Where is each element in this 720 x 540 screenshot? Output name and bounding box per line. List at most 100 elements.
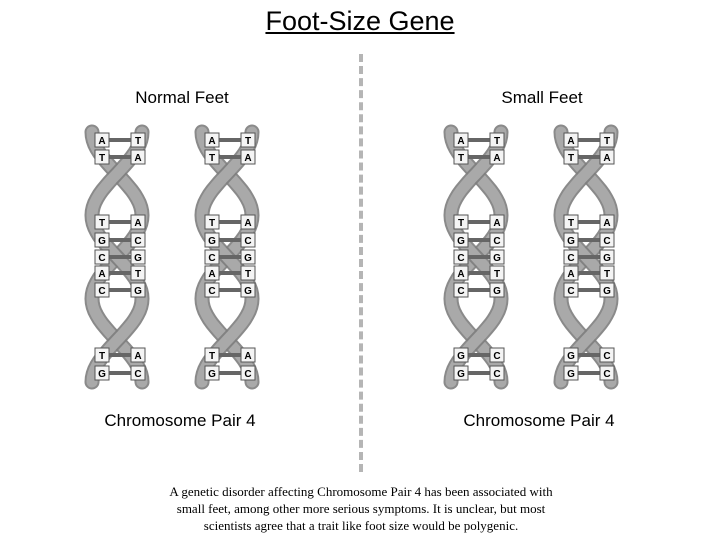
base-letter: T [568, 153, 574, 164]
base-letter: T [494, 136, 500, 147]
base-letter: T [99, 351, 105, 362]
base-letter: A [244, 351, 251, 362]
base-box [94, 149, 110, 165]
base-letter: C [493, 351, 500, 362]
base-box [489, 232, 505, 248]
base-letter: A [603, 153, 610, 164]
base-letter: C [98, 286, 105, 297]
explanation-text: A genetic disorder affecting Chromosome … [169, 484, 553, 533]
base-box [453, 282, 469, 298]
base-letter: G [457, 369, 465, 380]
base-box [94, 365, 110, 381]
base-letter: C [567, 286, 574, 297]
base-box [94, 265, 110, 281]
base-letter: G [134, 286, 142, 297]
base-letter: G [208, 236, 216, 247]
base-letter: C [244, 236, 251, 247]
base-box [563, 265, 579, 281]
base-letter: A [98, 269, 105, 280]
base-letter: C [493, 369, 500, 380]
small-chromosome-caption: Chromosome Pair 4 [463, 411, 615, 430]
normal-chromosome-caption: Chromosome Pair 4 [104, 411, 256, 430]
base-box [94, 232, 110, 248]
base-box [130, 214, 146, 230]
base-box [240, 214, 256, 230]
base-letter: A [567, 269, 574, 280]
base-letter: G [567, 236, 575, 247]
base-letter: A [567, 136, 574, 147]
base-box [130, 232, 146, 248]
base-box [563, 214, 579, 230]
base-box [453, 132, 469, 148]
base-letter: T [209, 153, 215, 164]
base-box [204, 132, 220, 148]
base-letter: A [457, 269, 464, 280]
base-box [94, 347, 110, 363]
base-box [563, 232, 579, 248]
base-box [489, 265, 505, 281]
center-divider [359, 54, 363, 472]
base-letter: A [208, 136, 215, 147]
base-box [240, 132, 256, 148]
base-letter: G [98, 236, 106, 247]
base-box [453, 232, 469, 248]
page-title: Foot-Size Gene [265, 6, 455, 36]
base-box [240, 232, 256, 248]
base-box [240, 282, 256, 298]
base-letter: G [493, 253, 501, 264]
base-box [453, 249, 469, 265]
base-box [563, 249, 579, 265]
base-box [130, 132, 146, 148]
base-box [453, 347, 469, 363]
base-box [240, 265, 256, 281]
base-box [204, 365, 220, 381]
base-box [453, 365, 469, 381]
base-box [204, 347, 220, 363]
base-letter: G [134, 253, 142, 264]
base-letter: A [134, 351, 141, 362]
base-box [599, 365, 615, 381]
base-letter: G [244, 286, 252, 297]
base-letter: T [458, 218, 464, 229]
base-letter: A [208, 269, 215, 280]
base-letter: C [244, 369, 251, 380]
base-letter: G [603, 253, 611, 264]
base-box [489, 132, 505, 148]
base-letter: A [134, 153, 141, 164]
base-box [240, 365, 256, 381]
small-feet-heading: Small Feet [501, 88, 583, 107]
base-letter: T [245, 136, 251, 147]
base-box [563, 365, 579, 381]
base-letter: A [134, 218, 141, 229]
base-letter: G [98, 369, 106, 380]
base-letter: C [493, 236, 500, 247]
base-letter: C [457, 253, 464, 264]
base-box [489, 282, 505, 298]
base-box [599, 265, 615, 281]
base-letter: A [244, 218, 251, 229]
base-box [599, 214, 615, 230]
base-letter: T [604, 269, 610, 280]
base-box [130, 265, 146, 281]
base-letter: A [244, 153, 251, 164]
base-box [204, 249, 220, 265]
base-letter: G [208, 369, 216, 380]
base-box [204, 214, 220, 230]
base-box [240, 149, 256, 165]
base-letter: C [134, 369, 141, 380]
base-box [599, 347, 615, 363]
base-box [94, 214, 110, 230]
base-box [204, 282, 220, 298]
base-letter: G [493, 286, 501, 297]
base-letter: C [208, 253, 215, 264]
base-box [453, 265, 469, 281]
base-box [563, 282, 579, 298]
base-letter: G [457, 236, 465, 247]
base-letter: T [209, 351, 215, 362]
base-letter: T [568, 218, 574, 229]
base-box [599, 249, 615, 265]
base-letter: G [244, 253, 252, 264]
base-letter: C [134, 236, 141, 247]
base-box [130, 347, 146, 363]
